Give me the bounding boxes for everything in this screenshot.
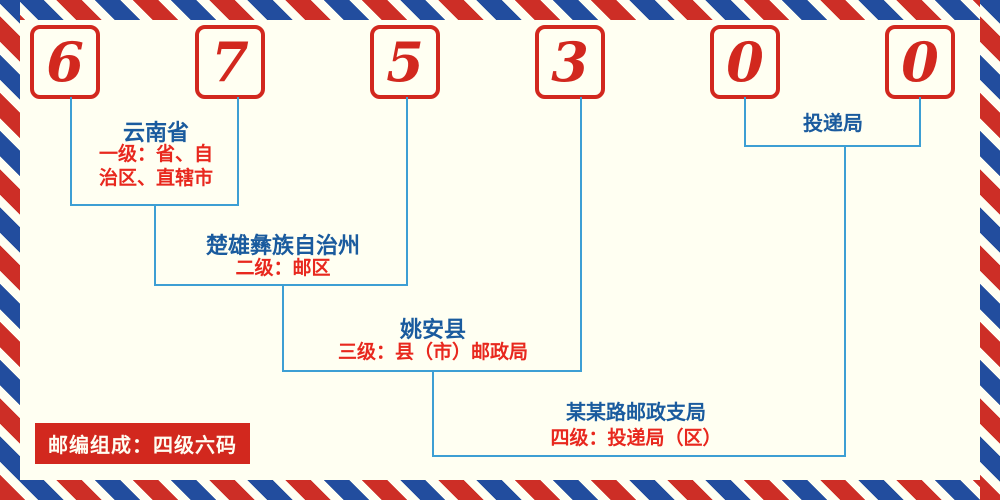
level2-description: 二级：邮区 bbox=[235, 258, 331, 279]
connector-line-level4-right bbox=[844, 146, 846, 457]
connector-line-level1-bottom bbox=[70, 204, 239, 206]
level4-region-name: 某某路邮政支局 bbox=[566, 402, 706, 424]
level3-description: 三级：县（市）邮政局 bbox=[337, 342, 529, 363]
connector-line-level3-right bbox=[580, 97, 582, 372]
connector-line-level1-right bbox=[237, 97, 239, 206]
connector-line-level4-drop bbox=[432, 372, 434, 457]
connector-line-delivery-right bbox=[919, 97, 921, 147]
postal-digit-1: 6 bbox=[46, 30, 84, 94]
level2-region-name: 楚雄彝族自治州 bbox=[205, 233, 361, 258]
envelope-border-right bbox=[980, 0, 1000, 500]
level4-description: 四级：投递局（区） bbox=[550, 428, 722, 449]
envelope-border-left bbox=[0, 0, 20, 500]
connector-line-level3-drop bbox=[282, 286, 284, 372]
connector-line-level3-bottom bbox=[282, 370, 582, 372]
postal-digit-box-2: 7 bbox=[195, 25, 265, 99]
postal-digit-5: 0 bbox=[726, 30, 764, 94]
postal-digit-box-4: 3 bbox=[535, 25, 605, 99]
connector-line-level1-left bbox=[70, 97, 72, 206]
postal-digit-6: 0 bbox=[901, 30, 939, 94]
level1-region-name: 云南省 bbox=[122, 120, 190, 145]
level1-description-line2: 治区、直辖市 bbox=[98, 167, 214, 189]
postal-digit-box-1: 6 bbox=[30, 25, 100, 99]
postal-digit-2: 7 bbox=[211, 30, 249, 94]
connector-line-level2-drop bbox=[154, 206, 156, 286]
connector-line-delivery-left bbox=[744, 97, 746, 147]
postal-digit-3: 5 bbox=[386, 30, 424, 94]
delivery-office-label: 投递局 bbox=[803, 113, 863, 135]
envelope-border-bottom bbox=[0, 480, 1000, 500]
level1-description-line1: 一级：省、自 bbox=[98, 144, 214, 165]
composition-badge: 邮编组成：四级六码 bbox=[35, 423, 250, 464]
connector-line-level4-bottom bbox=[432, 455, 846, 457]
level3-region-name: 姚安县 bbox=[399, 317, 467, 342]
envelope-border-top bbox=[0, 0, 1000, 20]
postal-digit-4: 3 bbox=[551, 30, 589, 94]
postal-digit-box-5: 0 bbox=[710, 25, 780, 99]
postal-digit-box-3: 5 bbox=[370, 25, 440, 99]
connector-line-delivery-bottom bbox=[744, 145, 921, 147]
connector-line-level2-right bbox=[406, 97, 408, 286]
postal-digit-box-6: 0 bbox=[885, 25, 955, 99]
connector-line-level2-bottom bbox=[154, 284, 408, 286]
level1-description: 一级：省、自 治区、直辖市 bbox=[99, 143, 213, 191]
